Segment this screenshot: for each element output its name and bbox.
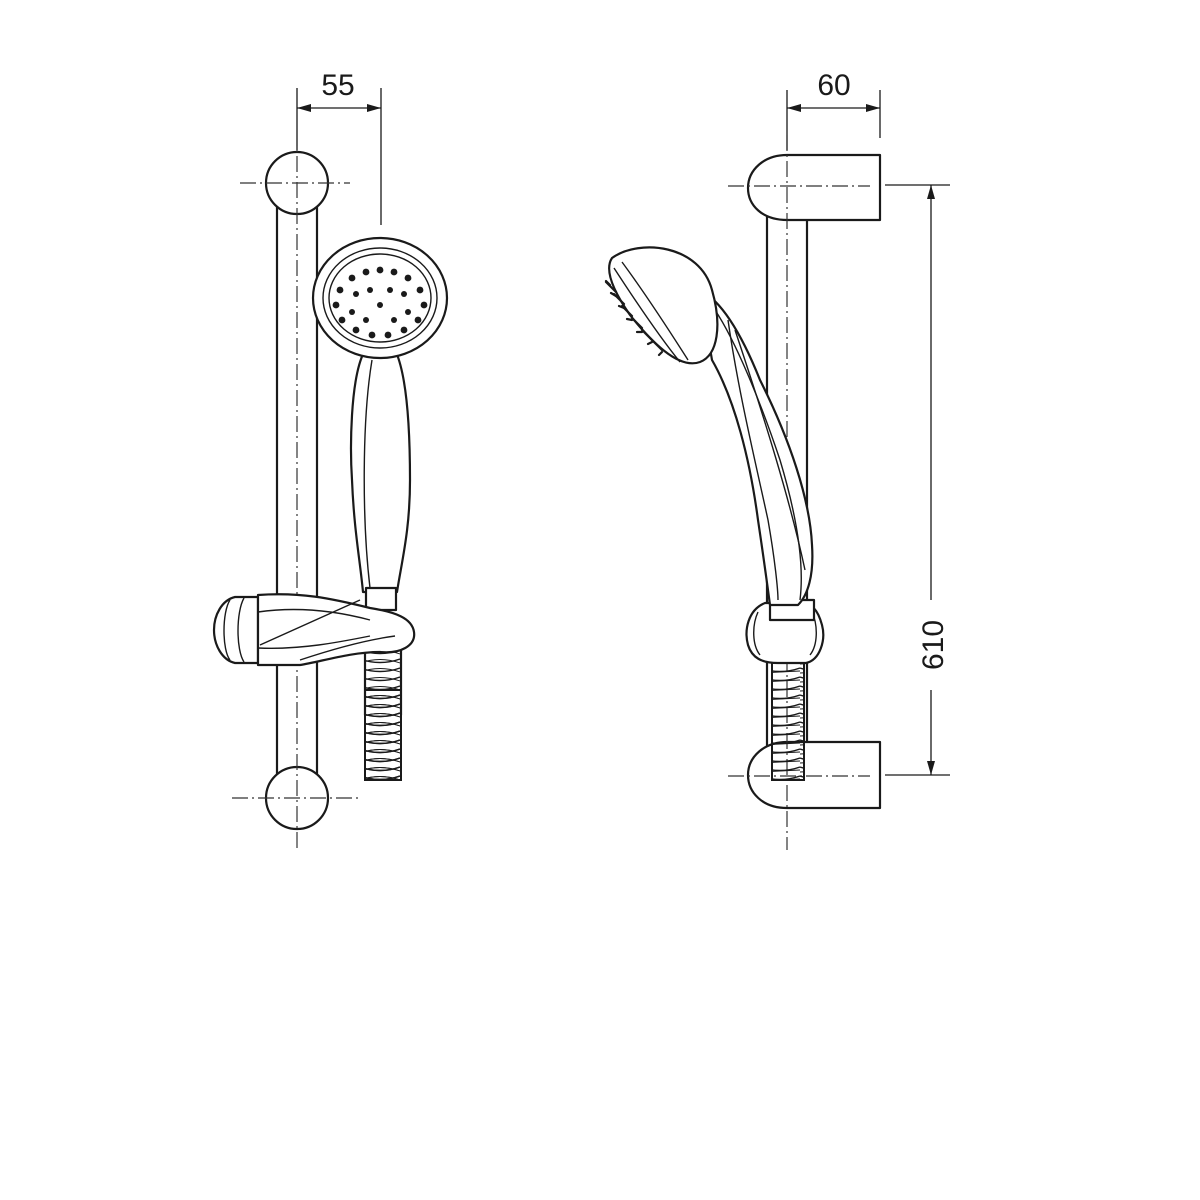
dimension-label-60: 60 — [817, 69, 850, 102]
dimension-side-width: 60 — [786, 69, 881, 150]
side-bottom-bracket — [746, 740, 882, 810]
handset-holder-front — [212, 593, 416, 667]
side-spray-nozzles — [604, 279, 664, 357]
spray-holes — [332, 266, 428, 339]
front-view: 55 — [212, 69, 449, 850]
dimension-label-610: 610 — [917, 620, 950, 670]
shower-head-front — [311, 236, 449, 360]
dimension-total-height: 610 — [885, 184, 950, 776]
shower-handle — [349, 350, 412, 594]
dimension-front-width: 55 — [296, 69, 382, 225]
side-shower-handle — [698, 288, 814, 607]
handset-holder-side — [745, 598, 825, 665]
shower-head-side — [604, 246, 719, 365]
dimension-label-55: 55 — [321, 69, 354, 102]
side-top-bracket — [746, 153, 882, 222]
side-view: 60 610 — [604, 69, 950, 850]
handle-connector — [364, 586, 398, 612]
